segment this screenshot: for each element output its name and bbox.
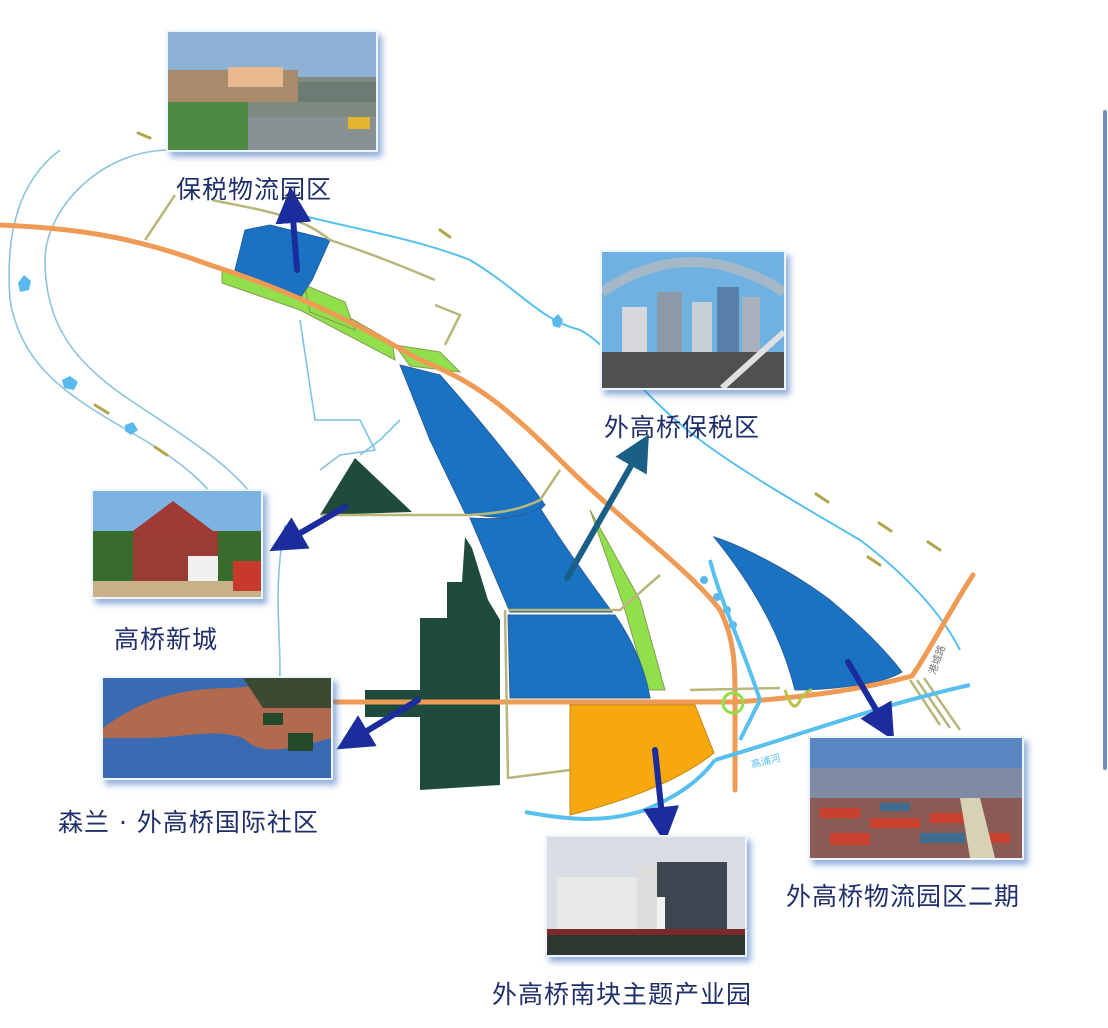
zone-senlan [365, 537, 500, 790]
label-logistics-phase2: 外高桥物流园区二期 [786, 882, 1021, 911]
sea-dashes [93, 131, 942, 567]
photo-logistics-phase2 [808, 736, 1024, 860]
photo-gaoqiao-new-town [91, 489, 263, 599]
minor-roads [143, 194, 962, 780]
label-gaoqiao-new-town: 高桥新城 [114, 625, 219, 654]
label-south-block-park: 外高桥南块主题产业园 [492, 980, 753, 1009]
photo-bonded-logistics [166, 30, 378, 152]
zone-south-block [569, 704, 715, 816]
arrow-ftz [564, 434, 649, 581]
photo-waigaoqiao-ftz [600, 250, 786, 390]
edge-scroll-strip [1103, 110, 1107, 770]
zone-ftz-south [507, 614, 651, 699]
arrow-bonded-logistics [275, 187, 312, 273]
photo-south-block-park [545, 835, 747, 957]
photo-senlan-community [101, 676, 333, 780]
blue-zones [234, 224, 903, 699]
label-bonded-logistics: 保税物流园区 [176, 175, 333, 204]
callout-arrows [269, 187, 895, 843]
label-senlan-community: 森兰 · 外高桥国际社区 [58, 808, 319, 837]
arrow-new-town [269, 504, 348, 552]
zone-ftz-middle [469, 507, 613, 613]
dark-green-zones [320, 458, 500, 790]
main-roads [0, 222, 976, 793]
arrow-senlan [336, 697, 421, 750]
zone-gaoqiao-new-town [320, 458, 412, 515]
label-waigaoqiao-ftz: 外高桥保税区 [604, 413, 761, 442]
interchange [783, 688, 813, 708]
zone-logistics-phase2 [712, 536, 903, 691]
arrow-phase2 [845, 659, 895, 741]
arrow-south-block [643, 747, 679, 843]
river-label: 高浦河 [750, 751, 782, 771]
roundabout [721, 691, 745, 715]
